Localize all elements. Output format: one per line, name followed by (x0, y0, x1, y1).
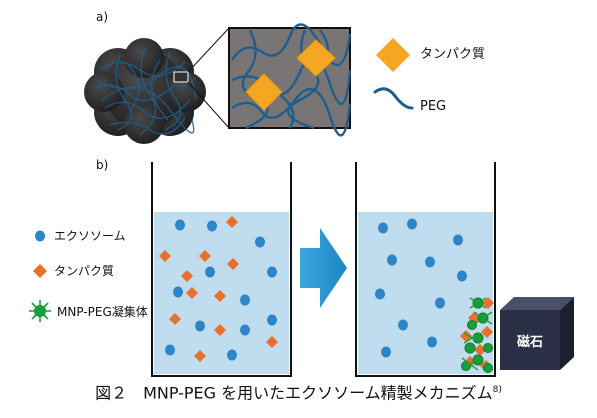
container-after (355, 162, 496, 377)
magnet-cube-icon (500, 297, 574, 370)
peg-legend-icon (373, 87, 414, 110)
figure-caption: 図２ MNP-PEG を用いたエクソソーム精製メカニズム8) (0, 380, 597, 403)
caption-text: 図２ MNP-PEG を用いたエクソソーム精製メカニズム (95, 383, 493, 403)
zoom-line-top (187, 27, 230, 73)
right-arrow-icon (300, 228, 347, 308)
peg-legend-label: PEG (420, 99, 447, 114)
protein-legend-label: タンパク質 (420, 47, 486, 62)
aggregate-legend-icon (29, 300, 51, 322)
caption-reference: 8) (492, 385, 502, 395)
protein-legend-label-b: タンパク質 (54, 264, 115, 278)
magnet-label: 磁石 (517, 335, 544, 350)
panel-b-label: b) (96, 158, 109, 172)
zoomed-surface-box (228, 23, 352, 137)
protein-legend-icon-b (33, 264, 47, 278)
nanoparticle-sphere-icon (84, 38, 206, 144)
aggregate-cluster (460, 297, 494, 373)
aggregate-legend-label: MNP-PEG凝集体 (57, 305, 148, 319)
container-before (151, 162, 292, 377)
protein-legend-icon (376, 38, 410, 72)
zoom-region (173, 71, 189, 83)
exosome-legend-label: エクソソーム (54, 229, 126, 243)
panel-a-label: a) (96, 10, 109, 24)
exosome-legend-icon (35, 230, 45, 242)
zoom-line-bottom (187, 81, 230, 129)
